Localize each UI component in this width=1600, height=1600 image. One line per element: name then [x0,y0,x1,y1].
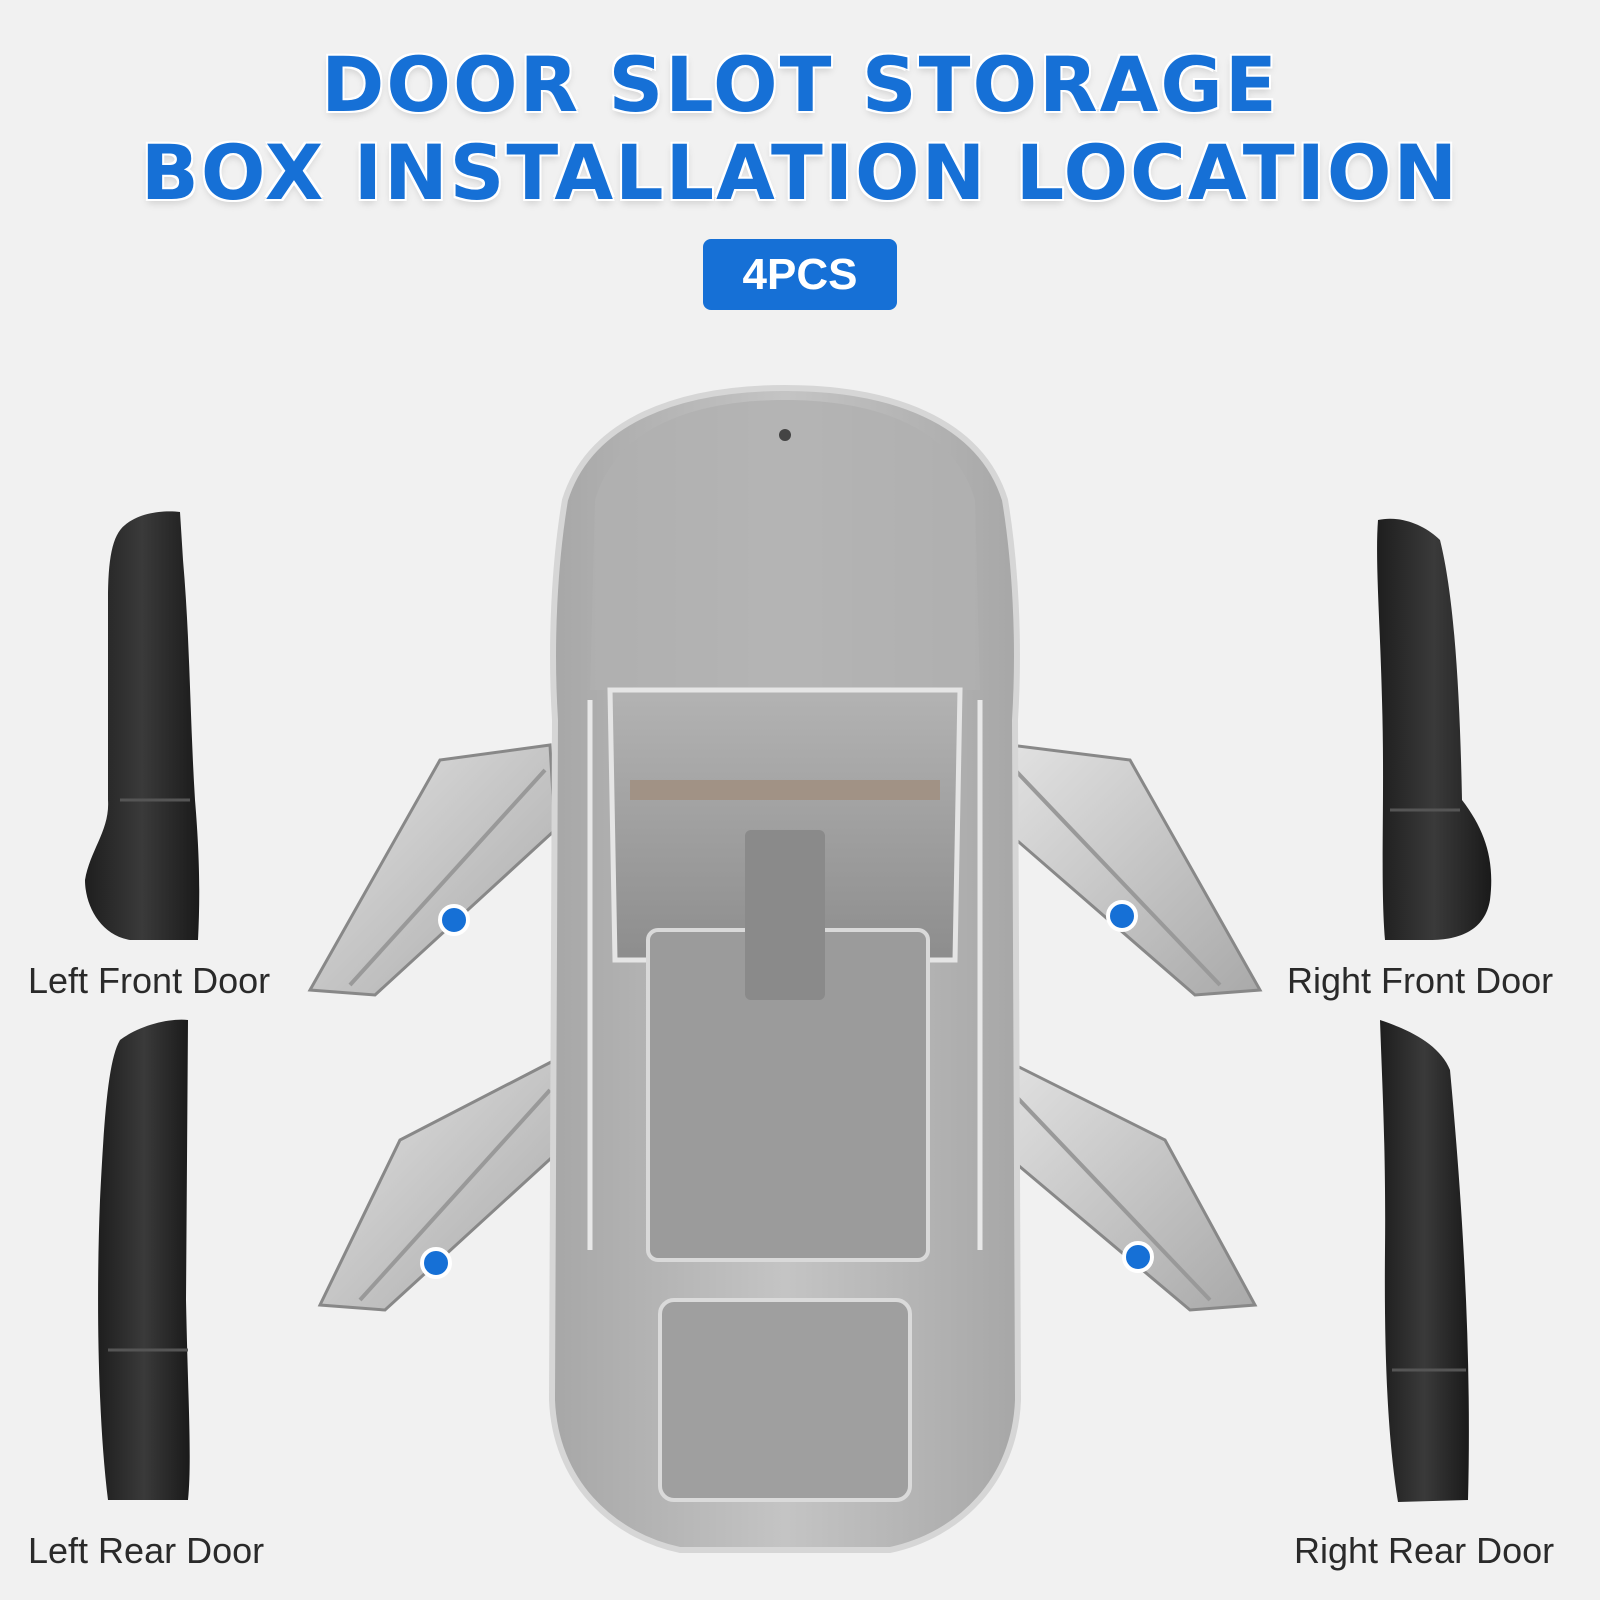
label-left-front-door: Left Front Door [28,960,271,1001]
storage-box-right-front [1377,518,1492,940]
marker-left-front [438,904,470,936]
title-line-2: BOX INSTALLATION LOCATION [140,128,1460,217]
storage-box-left-rear [98,1019,190,1500]
marker-left-rear [420,1247,452,1279]
storage-box-left-front [85,511,200,940]
open-door-left-front [307,743,557,997]
title-line-1: DOOR SLOT STORAGE [321,40,1279,129]
label-right-front-door: Right Front Door [1287,960,1554,1001]
car-body [548,384,1022,1553]
marker-right-rear [1122,1241,1154,1273]
storage-box-right-rear [1380,1020,1469,1502]
open-door-right-front [1003,743,1263,997]
label-right-rear-door: Right Rear Door [1294,1530,1555,1571]
open-door-right-rear [998,1057,1258,1312]
marker-right-front [1106,900,1138,932]
label-left-rear-door: Left Rear Door [28,1530,265,1571]
quantity-badge: 4PCS [703,239,897,310]
